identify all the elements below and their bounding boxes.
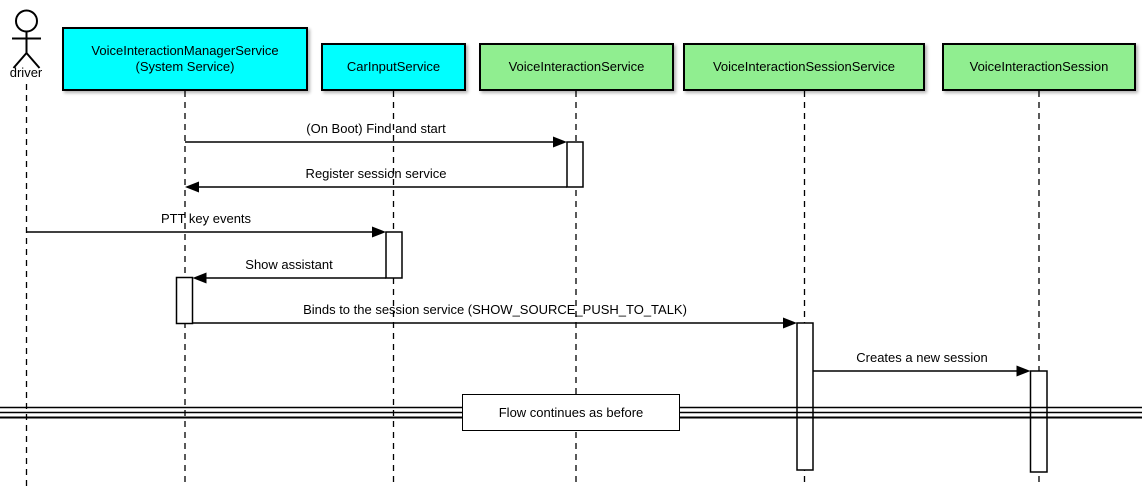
message-arrow-ptt-key-events — [26, 226, 386, 238]
activation-bar-voice-interaction-manager-service — [175, 276, 194, 325]
actor-icon — [12, 9, 41, 69]
message-arrow-show-assistant — [192, 272, 386, 284]
message-label-binds-to-session-service: Binds to the session service (SHOW_SOURC… — [303, 302, 687, 317]
participant-car-input-service: CarInputService — [321, 43, 466, 91]
participant-voice-interaction-session: VoiceInteractionSession — [942, 43, 1136, 91]
divider-label: Flow continues as before — [498, 405, 644, 420]
activation-bar-car-input-service — [385, 231, 403, 279]
message-arrow-on-boot-find-and-start — [185, 136, 567, 148]
activation-bar-voice-interaction-service — [566, 141, 584, 188]
divider-label-box: Flow continues as before — [462, 394, 680, 431]
message-label-ptt-key-events: PTT key events — [160, 211, 252, 226]
participant-voice-interaction-service: VoiceInteractionService — [479, 43, 674, 91]
message-label-register-session-service: Register session service — [305, 166, 447, 181]
message-arrow-creates-new-session — [813, 365, 1031, 377]
activation-bar-voice-interaction-session-service — [796, 322, 814, 471]
message-label-on-boot-find-and-start: (On Boot) Find and start — [306, 121, 446, 136]
actor-label-driver: driver — [9, 65, 43, 80]
participant-voice-interaction-session-service: VoiceInteractionSessionService — [683, 43, 925, 91]
participant-voice-interaction-manager-service: VoiceInteractionManagerService (System S… — [62, 27, 308, 91]
message-label-creates-new-session: Creates a new session — [856, 350, 988, 365]
message-label-show-assistant: Show assistant — [245, 257, 333, 272]
message-arrow-binds-to-session-service — [192, 317, 797, 329]
activation-bar-voice-interaction-session — [1029, 370, 1048, 473]
message-arrow-register-session-service — [185, 181, 567, 193]
